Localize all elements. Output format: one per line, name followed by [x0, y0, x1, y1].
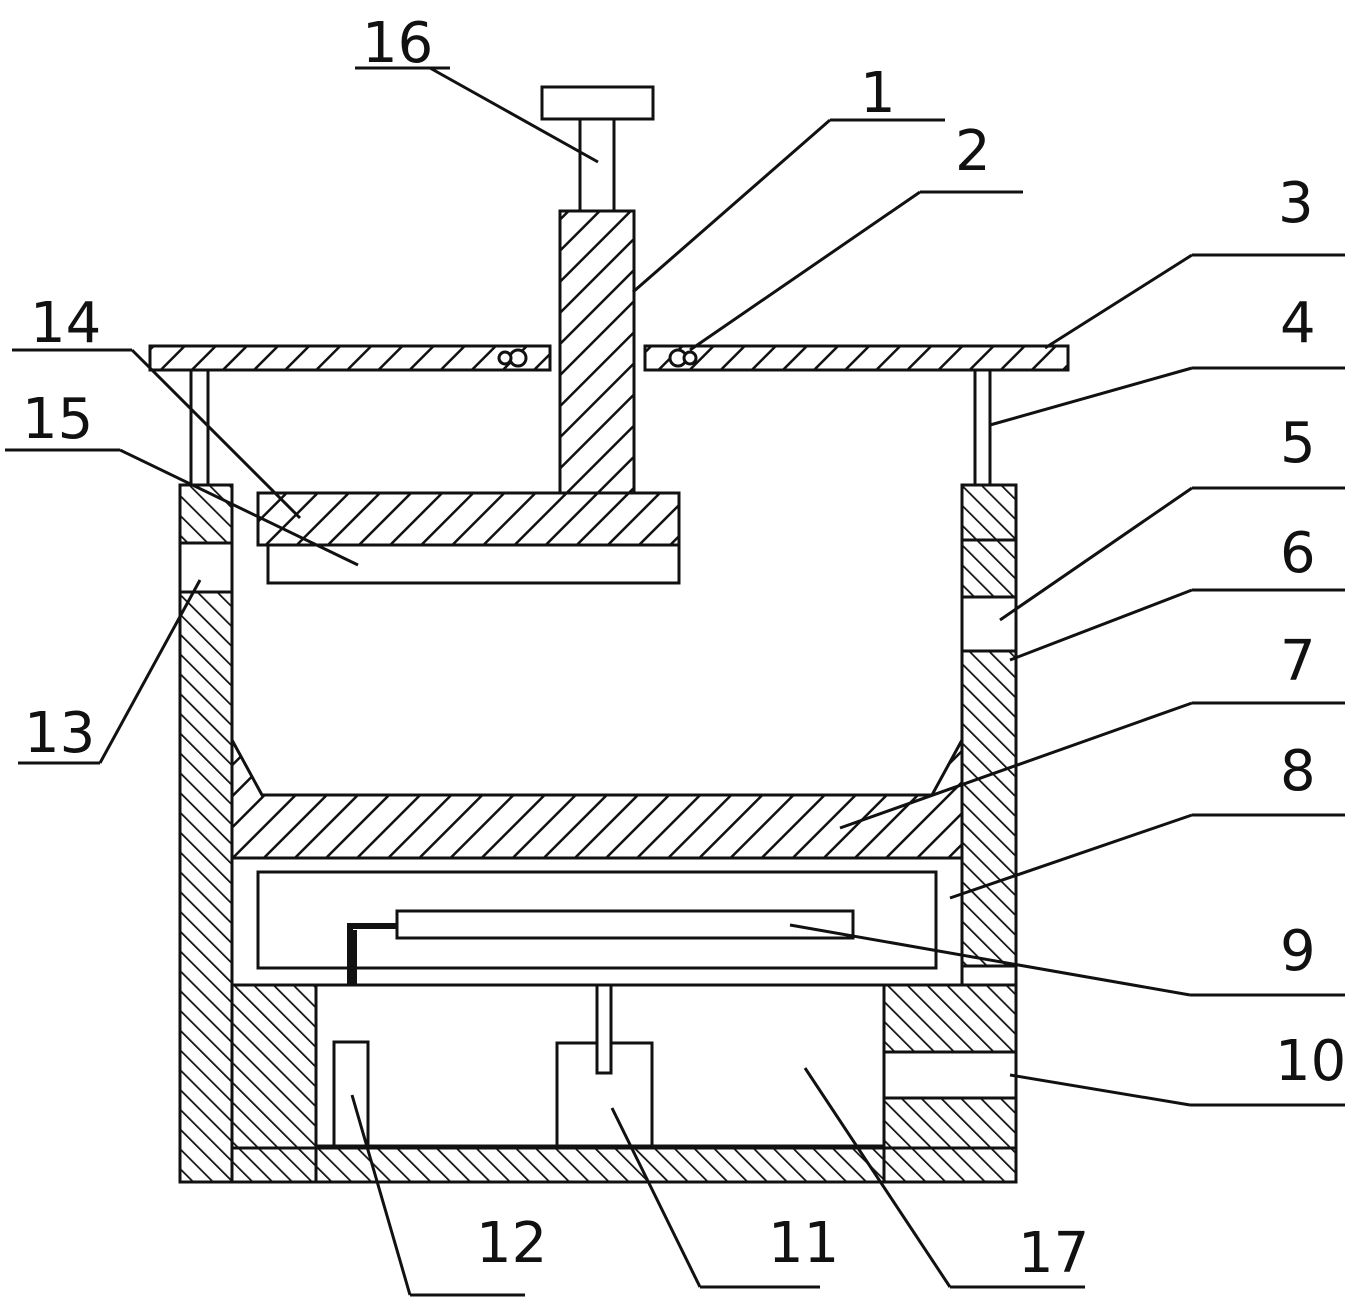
top-plate: [148, 344, 1070, 372]
heating-element: [395, 909, 855, 940]
left-vent-opening: [178, 541, 234, 594]
label-12: 12: [476, 1211, 547, 1276]
leader-lines: [5, 66, 1345, 1297]
label-7: 7: [1280, 629, 1316, 694]
screw-rod: [558, 209, 636, 495]
label-13: 13: [24, 701, 95, 766]
label-3: 3: [1278, 171, 1314, 236]
label-17: 17: [1018, 1221, 1089, 1286]
tray-bottom: [230, 739, 964, 860]
handle: [540, 85, 655, 213]
outlet-port: [882, 1050, 1018, 1100]
label-1: 1: [860, 61, 896, 126]
part-labels: 16 1 2 3 4 5 6 7 8 9 10 14 15 13 12 11 1…: [22, 11, 1346, 1286]
label-4: 4: [1280, 291, 1316, 356]
label-2: 2: [955, 119, 991, 184]
label-9: 9: [1280, 919, 1316, 984]
label-16: 16: [362, 11, 433, 76]
label-15: 15: [22, 387, 93, 452]
label-8: 8: [1280, 739, 1316, 804]
press-plate: [256, 491, 681, 547]
right-vent-opening: [960, 595, 1018, 653]
press-pad: [266, 543, 681, 585]
housing-body: [178, 483, 1018, 1184]
label-10: 10: [1275, 1029, 1346, 1094]
label-11: 11: [768, 1211, 839, 1276]
label-6: 6: [1280, 521, 1316, 586]
label-5: 5: [1280, 411, 1316, 476]
motor-shaft: [595, 983, 613, 1075]
label-14: 14: [30, 291, 101, 356]
